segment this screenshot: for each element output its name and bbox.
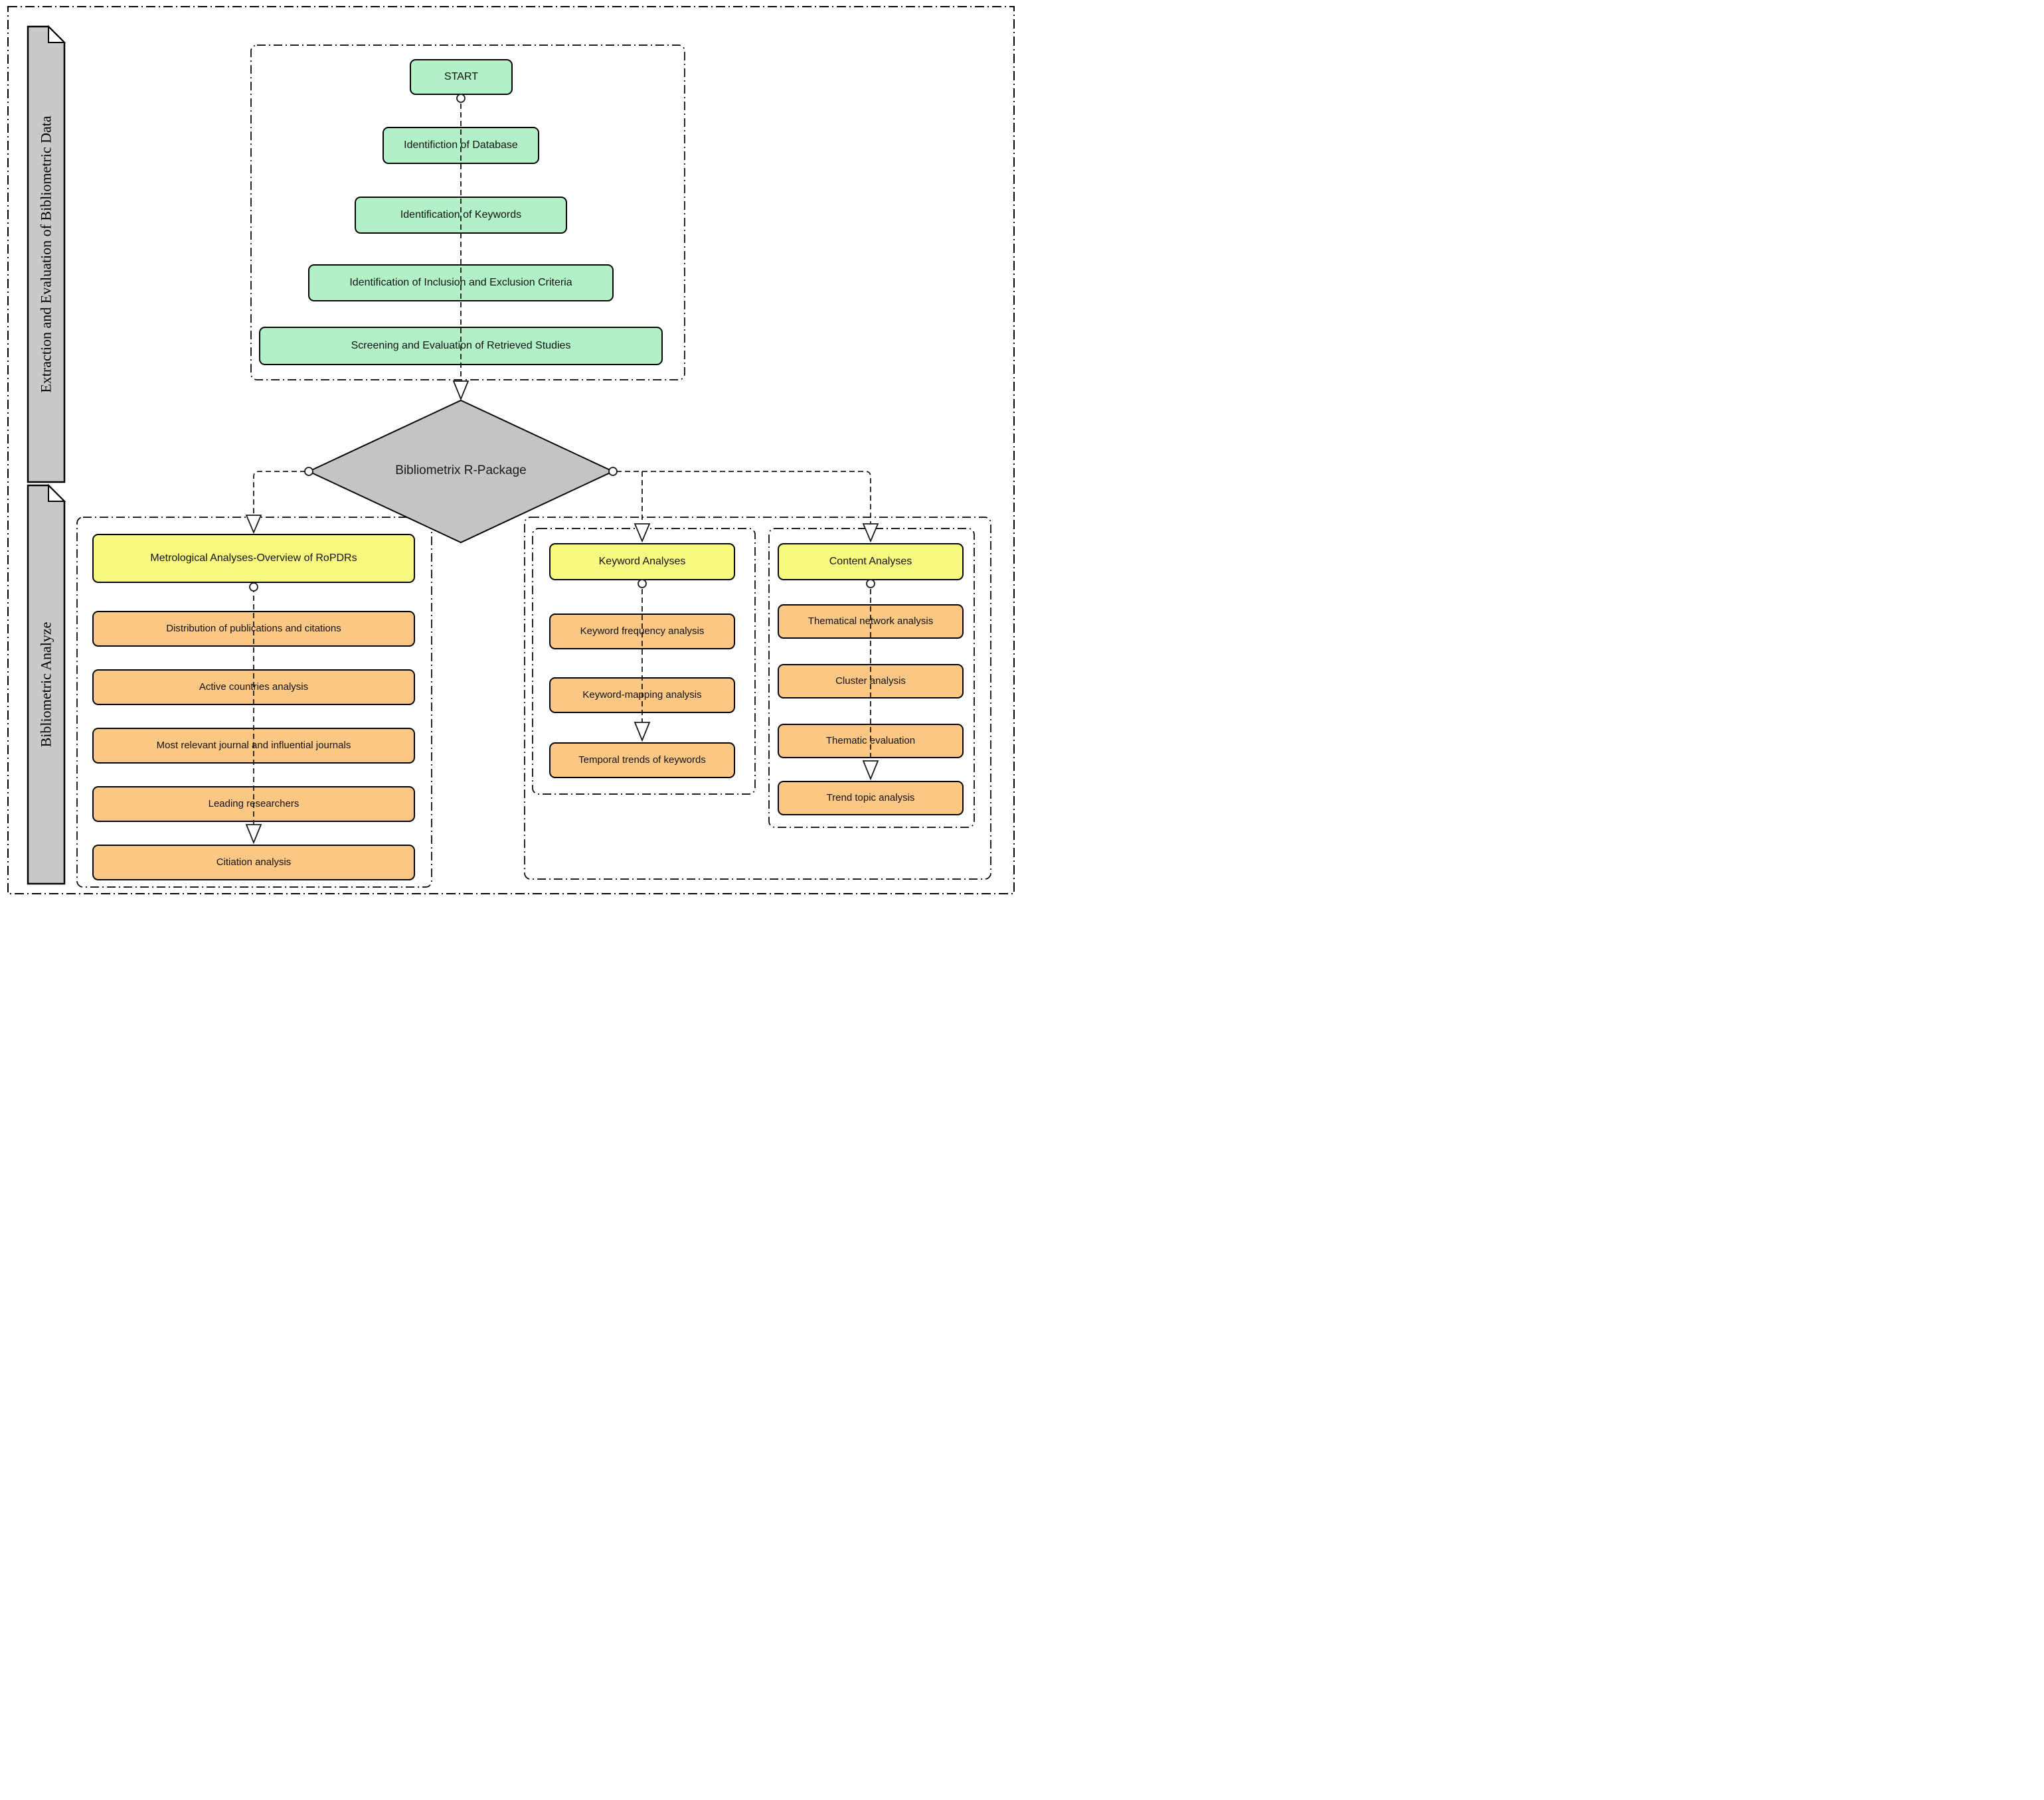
arrowhead-into-citation-icon <box>245 824 262 845</box>
column-item-distribution: Distribution of publications and citatio… <box>92 611 415 647</box>
arrowhead-into-temporal-icon <box>634 722 651 742</box>
sidebar-top-label-wrap: Extraction and Evaluation of Bibliometri… <box>28 27 64 482</box>
diagram-canvas: Extraction and Evaluation of Bibliometri… <box>0 0 1022 900</box>
arrowhead-into-metrological-icon <box>245 515 262 534</box>
decision-diamond-label: Bibliometrix R-Package <box>395 463 527 477</box>
column-item-temporal-trends: Temporal trends of keywords <box>549 742 735 778</box>
connector-left-branch <box>253 471 305 515</box>
arrowhead-into-content-icon <box>862 523 879 543</box>
column-item-cluster-analysis: Cluster analysis <box>778 664 964 698</box>
column-header-metrological: Metrological Analyses-Overview of RoPDRs <box>92 534 415 583</box>
flow-step-inclusion-exclusion: Identification of Inclusion and Exclusio… <box>308 264 614 301</box>
sidebar-top-label: Extraction and Evaluation of Bibliometri… <box>37 116 54 393</box>
connector-right-branch <box>616 471 871 523</box>
column-item-keyword-frequency: Keyword frequency analysis <box>549 614 735 649</box>
sidebar-bottom-label: Bibliometric Analyze <box>37 621 54 748</box>
column-header-content-analyses: Content Analyses <box>778 543 964 580</box>
flow-step-screening-evaluation: Screening and Evaluation of Retrieved St… <box>259 327 663 365</box>
column-item-thematic-evaluation: Thematic evaluation <box>778 724 964 758</box>
flow-step-identification-keywords: Identification of Keywords <box>355 197 567 234</box>
column-header-keyword-analyses: Keyword Analyses <box>549 543 735 580</box>
column-item-relevant-journals: Most relevant journal and influential jo… <box>92 728 415 764</box>
arrowhead-into-trend-icon <box>862 760 879 781</box>
arrowhead-into-diamond-icon <box>452 380 469 401</box>
connector-origin-content-icon <box>866 579 875 588</box>
column-item-keyword-mapping: Keyword-mapping analysis <box>549 677 735 713</box>
sidebar-bottom-label-wrap: Bibliometric Analyze <box>28 485 64 884</box>
connector-origin-metrological-icon <box>249 582 258 592</box>
connector-origin-diamond-right-icon <box>608 467 618 476</box>
column-item-thematical-network: Thematical network analysis <box>778 604 964 639</box>
connector-origin-keyword-icon <box>638 579 647 588</box>
flow-step-identification-database: Identifiction of Database <box>383 127 539 164</box>
connector-origin-diamond-left-icon <box>304 467 313 476</box>
flow-step-start: START <box>410 59 513 95</box>
arrowhead-into-keyword-icon <box>634 523 651 543</box>
column-item-active-countries: Active countries analysis <box>92 669 415 705</box>
connector-origin-start-icon <box>456 94 466 103</box>
column-item-leading-researchers: Leading researchers <box>92 786 415 822</box>
column-item-trend-topic: Trend topic analysis <box>778 781 964 815</box>
column-item-citation-analysis: Citiation analysis <box>92 845 415 880</box>
